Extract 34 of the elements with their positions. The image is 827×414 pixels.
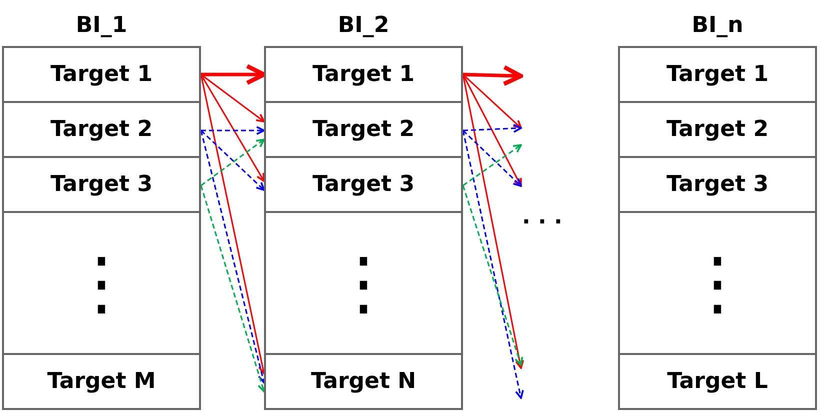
arrow	[200, 185, 266, 392]
column-title: BI_n	[690, 12, 744, 40]
target-cell: Target 2	[2, 101, 201, 158]
target-cell: Target M	[2, 353, 201, 410]
target-cell: Target N	[264, 353, 463, 410]
target-cell: Target 3	[618, 156, 817, 213]
target-cell: Target 1	[264, 46, 463, 103]
arrow	[200, 74, 265, 182]
arrow	[201, 64, 266, 85]
target-cell: Target L	[618, 353, 817, 410]
ellipsis-cell: ⋮	[264, 211, 463, 355]
arrow	[462, 74, 522, 129]
arrow	[201, 126, 265, 135]
target-cell: Target 2	[264, 101, 463, 158]
arrow	[462, 124, 522, 133]
arrow	[200, 74, 265, 122]
arrow	[462, 65, 524, 86]
arrow	[200, 130, 265, 191]
arrow	[462, 130, 522, 187]
target-cell: Target 2	[618, 101, 817, 158]
target-cell: Target 3	[2, 156, 201, 213]
arrow	[462, 130, 524, 399]
ellipsis-text: · · ·	[522, 210, 562, 235]
arrow	[200, 138, 265, 186]
target-cell: Target 1	[618, 46, 817, 103]
column-title: BI_1	[74, 12, 128, 40]
ellipsis-cell: ⋮	[618, 211, 817, 355]
ellipsis-cell: ⋮	[2, 211, 201, 355]
column-title: BI_2	[336, 12, 390, 40]
arrow	[462, 74, 522, 187]
target-cell: Target 3	[264, 156, 463, 213]
arrow	[462, 185, 524, 366]
target-cell: Target 1	[2, 46, 201, 103]
arrow	[462, 144, 522, 186]
